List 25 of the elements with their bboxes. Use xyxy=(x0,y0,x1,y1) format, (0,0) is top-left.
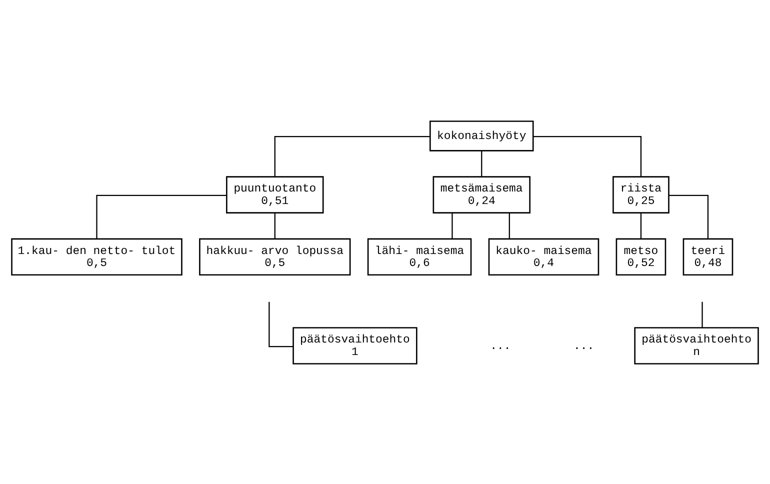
connector xyxy=(481,150,482,176)
node-box: puuntuotanto 0,51 xyxy=(226,176,324,213)
node-box: riista 0,25 xyxy=(612,176,670,213)
connector xyxy=(640,212,642,238)
connector xyxy=(508,212,510,238)
node-box: hakkuu- arvo lopussa 0,5 xyxy=(199,238,351,276)
connector xyxy=(669,194,709,238)
connector xyxy=(452,212,453,238)
node-box: päätösvaihtoehto 1 xyxy=(292,326,418,364)
node-box: teeri 0,48 xyxy=(682,238,734,276)
connector xyxy=(702,301,703,328)
node-box: kokonaishyöty xyxy=(430,120,534,151)
node-box: kauko- maisema 0,4 xyxy=(488,238,600,276)
node-box: metso 0,52 xyxy=(616,238,666,276)
connector xyxy=(274,136,430,176)
connector xyxy=(533,136,642,176)
connector xyxy=(96,194,226,238)
node-box: päätösvaihtoehto n xyxy=(634,326,759,364)
connector xyxy=(268,301,294,347)
label: ... xyxy=(490,339,511,352)
node-box: metsämaisema 0,24 xyxy=(432,176,530,213)
label: ... xyxy=(573,339,594,352)
connector xyxy=(274,212,276,238)
node-box: 1.kau- den netto- tulot 0,5 xyxy=(11,238,182,276)
node-box: lähi- maisema 0,6 xyxy=(367,238,472,276)
